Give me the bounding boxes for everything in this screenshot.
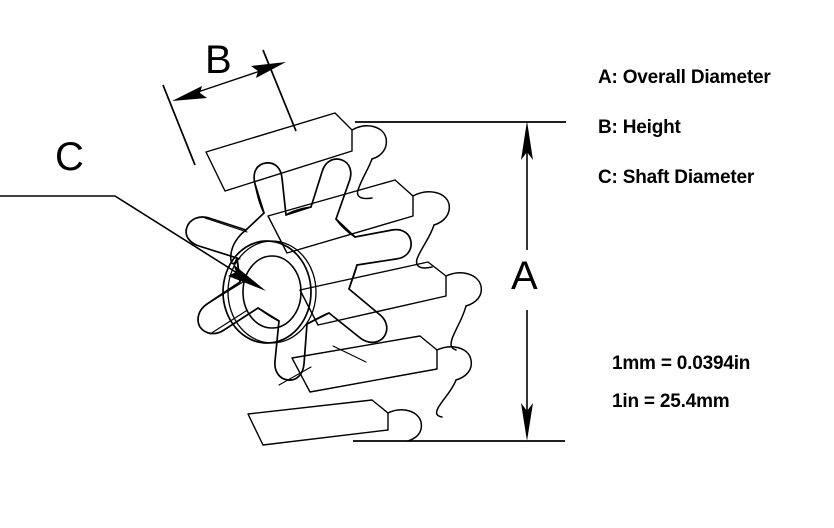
dimension-c-leader <box>0 195 254 284</box>
unit-conversion-note: 1mm = 0.0394in 1in = 25.4mm <box>612 354 834 430</box>
legend-item-b: B: Height <box>598 117 681 138</box>
impeller-hub <box>222 240 317 344</box>
impeller-depth-silhouette <box>351 125 483 442</box>
impeller-blade-tips <box>230 183 358 325</box>
legend: A: Overall Diameter B: Height C: Shaft D… <box>598 68 834 218</box>
legend-item-a: A: Overall Diameter <box>598 67 771 88</box>
dimension-label-c: C <box>55 135 84 179</box>
dimension-b-arrowhead-right <box>251 62 286 78</box>
dimension-a-arrowhead-top <box>521 121 533 160</box>
conversion-in-to-mm: 1in = 25.4mm <box>612 391 730 412</box>
dimension-b-extension-right <box>262 49 297 132</box>
impeller-front-face <box>185 158 412 381</box>
dimension-b <box>162 49 297 166</box>
legend-item-c: C: Shaft Diameter <box>598 167 755 188</box>
impeller-drawing <box>185 112 483 446</box>
dimension-a <box>353 121 566 442</box>
dimension-b-arrowhead-left <box>172 86 207 101</box>
dimension-c-arrowhead <box>228 264 266 291</box>
dimension-a-arrowhead-bottom <box>521 403 533 441</box>
dimension-b-extension-left <box>162 84 196 166</box>
dimension-label-b: B <box>205 38 232 82</box>
dimension-label-a: A <box>511 254 538 298</box>
impeller-rear-blades <box>205 112 447 446</box>
conversion-mm-to-in: 1mm = 0.0394in <box>612 353 751 374</box>
dimension-c <box>0 195 266 291</box>
impeller-edge-highlights <box>198 217 367 386</box>
